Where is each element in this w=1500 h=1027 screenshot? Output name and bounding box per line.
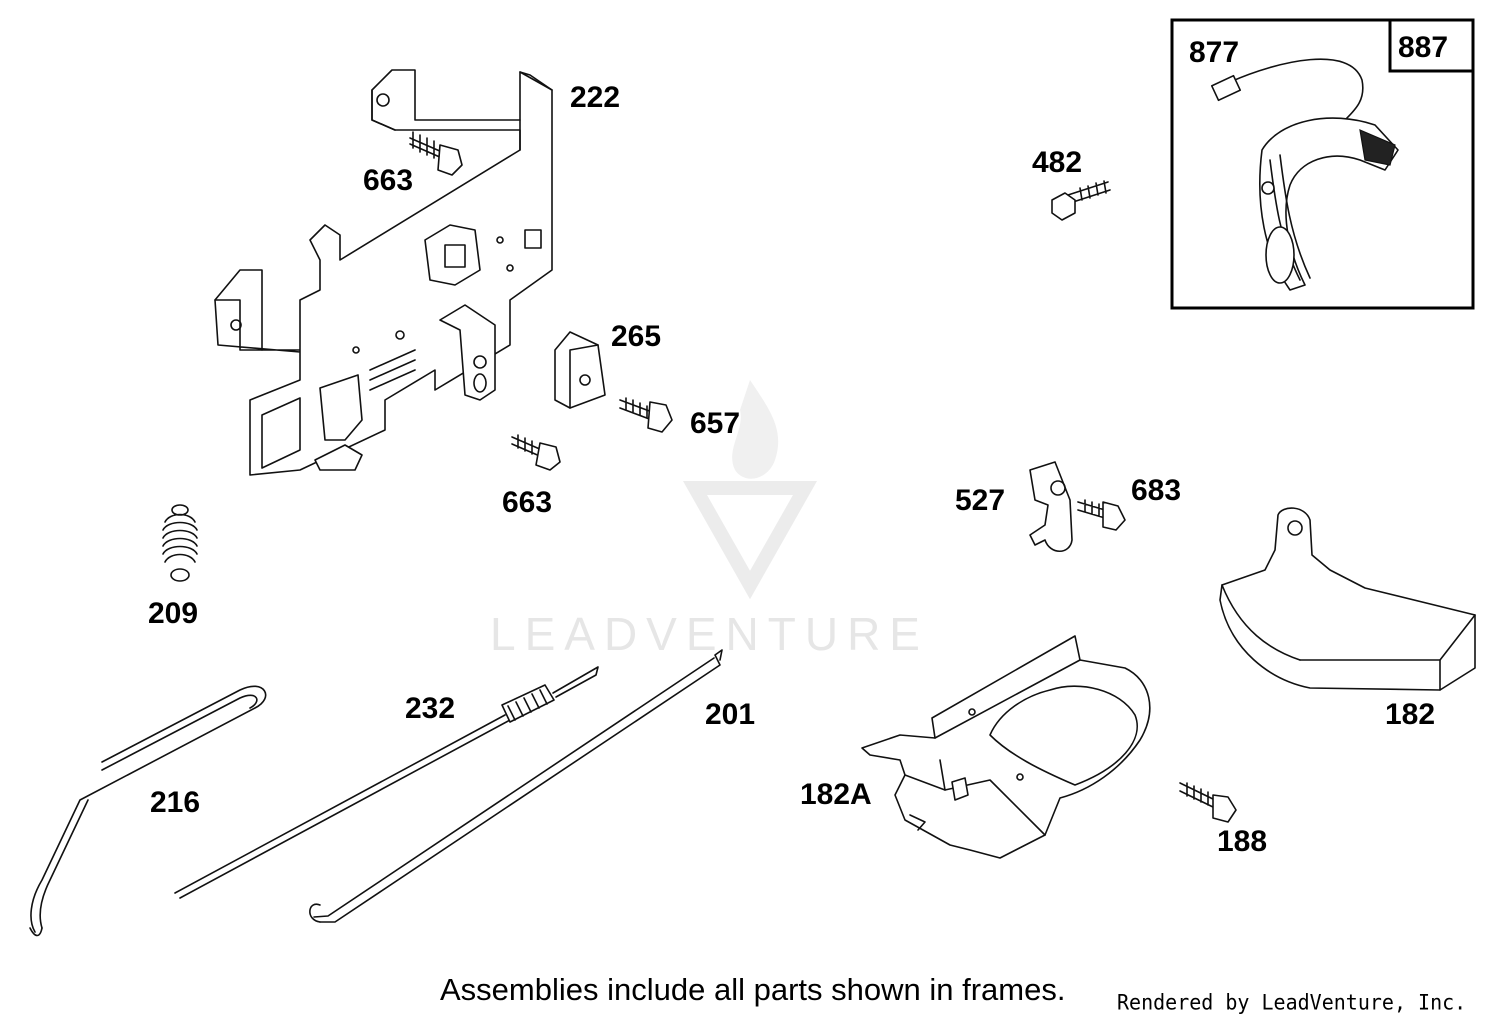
callout-209: 209 (148, 597, 198, 630)
part-663-screw-lower (511, 434, 561, 471)
part-877-ignition-armature (1210, 58, 1399, 291)
callout-182a: 182A (800, 778, 872, 811)
callout-182: 182 (1385, 698, 1435, 731)
part-482-screw (1051, 180, 1111, 221)
part-188-screw (1179, 782, 1237, 823)
frame-887 (1170, 18, 1475, 310)
callout-216: 216 (150, 786, 200, 819)
part-527-clamp (1029, 461, 1073, 553)
callout-657: 657 (690, 407, 740, 440)
callout-201: 201 (705, 698, 755, 731)
part-657-screw (619, 397, 673, 433)
part-201-governor-link (309, 649, 723, 923)
callout-683: 683 (1131, 474, 1181, 507)
part-663-screw-upper (409, 131, 463, 176)
part-182-air-guide (1219, 507, 1476, 691)
callout-887: 887 (1398, 31, 1448, 64)
callout-527: 527 (955, 484, 1005, 517)
part-209-spring (162, 504, 198, 582)
assembly-note: Assemblies include all parts shown in fr… (440, 972, 1066, 1007)
part-216-choke-link (29, 685, 267, 937)
callout-232: 232 (405, 692, 455, 725)
part-182a-air-guide-bracket (861, 635, 1151, 859)
callout-222: 222 (570, 81, 620, 114)
callout-188: 188 (1217, 825, 1267, 858)
part-232-governor-link (174, 666, 599, 899)
callout-265: 265 (611, 320, 661, 353)
callout-663-upper: 663 (363, 164, 413, 197)
part-222-control-bracket (214, 69, 553, 476)
leadventure-watermark-logo: LEADVENTURE (490, 380, 929, 660)
watermark-text: LEADVENTURE (490, 608, 929, 660)
callout-877: 877 (1189, 36, 1239, 69)
part-265-cable-clamp (554, 331, 606, 409)
part-683-screw (1077, 499, 1126, 531)
callout-663-lower: 663 (502, 486, 552, 519)
callout-482: 482 (1032, 146, 1082, 179)
render-credit: Rendered by LeadVenture, Inc. (1117, 989, 1467, 1015)
